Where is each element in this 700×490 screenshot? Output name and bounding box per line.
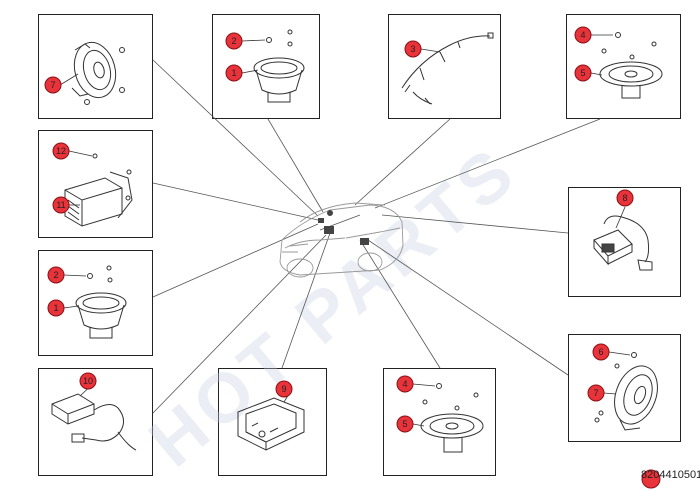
callout-label: 10 — [83, 376, 93, 386]
wiring-harness — [401, 32, 494, 105]
callout-label: 1 — [231, 68, 236, 78]
callout-label: 8 — [622, 193, 627, 203]
callout-label: 4 — [402, 379, 407, 389]
callout-5-a: 5 — [574, 64, 592, 82]
callout-label: 5 — [402, 419, 407, 429]
speaker-round-1 — [253, 29, 305, 103]
document-number: 8204410501 — [641, 469, 700, 481]
speaker-oval-bottom — [420, 383, 484, 453]
antenna-module — [593, 215, 653, 271]
callout-7-a: 7 — [44, 76, 62, 94]
callout-7-b: 7 — [587, 384, 605, 402]
panel-rear-speaker — [568, 334, 681, 442]
callout-label: 6 — [598, 347, 603, 357]
callout-10: 10 — [79, 372, 97, 390]
callout-11: 11 — [52, 196, 70, 214]
speaker-round-2 — [75, 265, 127, 339]
callout-8: 8 — [616, 189, 634, 207]
callout-5-b: 5 — [396, 415, 414, 433]
speaker-oval-top — [599, 32, 663, 99]
head-unit — [237, 397, 305, 451]
callout-12: 12 — [52, 142, 70, 160]
callout-label: 7 — [50, 80, 55, 90]
speaker-round-angled — [71, 41, 125, 105]
callout-4-a: 4 — [574, 26, 592, 44]
callout-label: 12 — [56, 146, 66, 156]
callout-label: 5 — [580, 68, 585, 78]
callout-label: 2 — [231, 36, 236, 46]
callout-2-a: 2 — [225, 32, 243, 50]
callout-1-b: 1 — [47, 299, 65, 317]
callout-label: 11 — [56, 200, 65, 210]
panel-front-door-speaker — [38, 14, 153, 119]
callout-9: 9 — [275, 380, 293, 398]
callout-1-a: 1 — [225, 64, 243, 82]
callout-4-b: 4 — [396, 375, 414, 393]
panel-gps-module — [38, 368, 153, 476]
gps-module — [51, 393, 137, 451]
speaker-rear-angled — [594, 352, 658, 431]
callout-label: 1 — [53, 303, 58, 313]
callout-label: 2 — [53, 270, 58, 280]
callout-3: 3 — [404, 40, 422, 58]
panel-head-unit — [218, 368, 327, 476]
callout-label: 9 — [281, 384, 286, 394]
panel-wiring-harness — [388, 14, 501, 119]
callout-6: 6 — [592, 343, 610, 361]
callout-label: 7 — [593, 388, 598, 398]
callout-2-b: 2 — [47, 266, 65, 284]
document-number-badge — [641, 469, 661, 489]
callout-label: 4 — [580, 30, 585, 40]
car-illustration — [279, 202, 404, 278]
leader-lines — [152, 59, 601, 414]
amplifier-unit — [64, 153, 133, 227]
callout-label: 3 — [410, 44, 415, 54]
